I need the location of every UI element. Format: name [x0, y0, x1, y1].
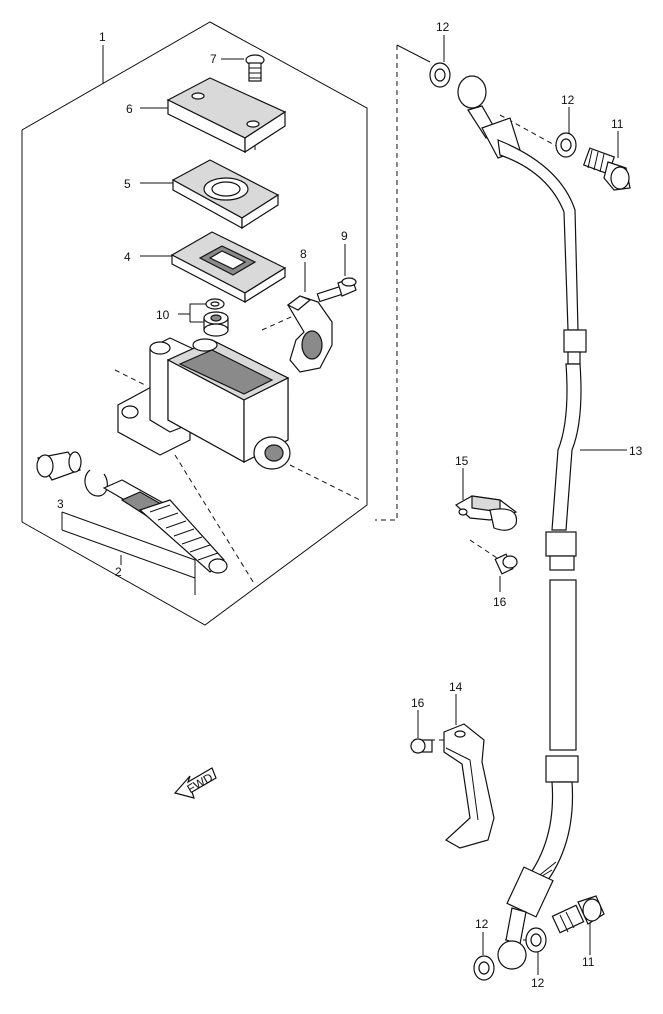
callout-13: 13 [629, 444, 643, 458]
callout-3: 3 [57, 497, 64, 511]
callout-labels: 1 2 3 4 5 6 7 8 9 10 11 11 12 12 12 12 1… [57, 20, 643, 990]
callout-4: 4 [124, 250, 131, 264]
hose-washer-bottom-left [473, 955, 495, 981]
callout-8: 8 [300, 247, 307, 261]
banjo-bolt-bottom [551, 895, 605, 934]
assembly-box-outline [21, 21, 368, 626]
hose-guide-bolt [410, 738, 433, 754]
callout-9: 9 [341, 229, 348, 243]
hose-washer-top-left [429, 62, 451, 88]
hose-clamp [454, 495, 518, 531]
callout-12-bottom-left: 12 [475, 917, 489, 931]
callout-15: 15 [455, 454, 469, 468]
callout-11-top: 11 [611, 117, 624, 131]
master-cylinder-body [117, 337, 291, 470]
callout-14: 14 [449, 680, 463, 694]
callout-12-top-right: 12 [561, 93, 575, 107]
callout-16-lower: 16 [411, 696, 425, 710]
hose-clamp-bolt [494, 553, 518, 575]
reservoir-cap [166, 77, 287, 154]
hose-washer-bottom-right [525, 927, 547, 953]
brake-hose [457, 75, 587, 970]
callout-6: 6 [126, 102, 133, 116]
spacer-washers [203, 298, 229, 337]
callout-5: 5 [124, 177, 131, 191]
callout-16-upper: 16 [493, 595, 507, 609]
handlebar-clamp [286, 295, 333, 373]
clamp-bolt [316, 277, 357, 303]
callout-10: 10 [156, 308, 170, 322]
banjo-bolt-top [582, 147, 631, 191]
circlip [84, 469, 108, 497]
callout-2: 2 [115, 565, 122, 579]
reservoir-cap-screw [245, 54, 265, 82]
callout-11-bottom: 11 [582, 955, 595, 969]
hose-washer-top-right [555, 132, 577, 158]
callout-12-bottom-right: 12 [531, 976, 545, 990]
reservoir-plate [171, 159, 280, 230]
forward-direction-arrow: FWD [173, 767, 217, 799]
reservoir-diaphragm [170, 231, 287, 304]
hose-guide-bracket [443, 723, 495, 849]
callout-12-top-left: 12 [436, 20, 450, 34]
piston-boot [36, 451, 82, 481]
callout-7: 7 [210, 52, 217, 66]
piston-assembly [102, 479, 228, 574]
callout-1: 1 [99, 30, 106, 44]
